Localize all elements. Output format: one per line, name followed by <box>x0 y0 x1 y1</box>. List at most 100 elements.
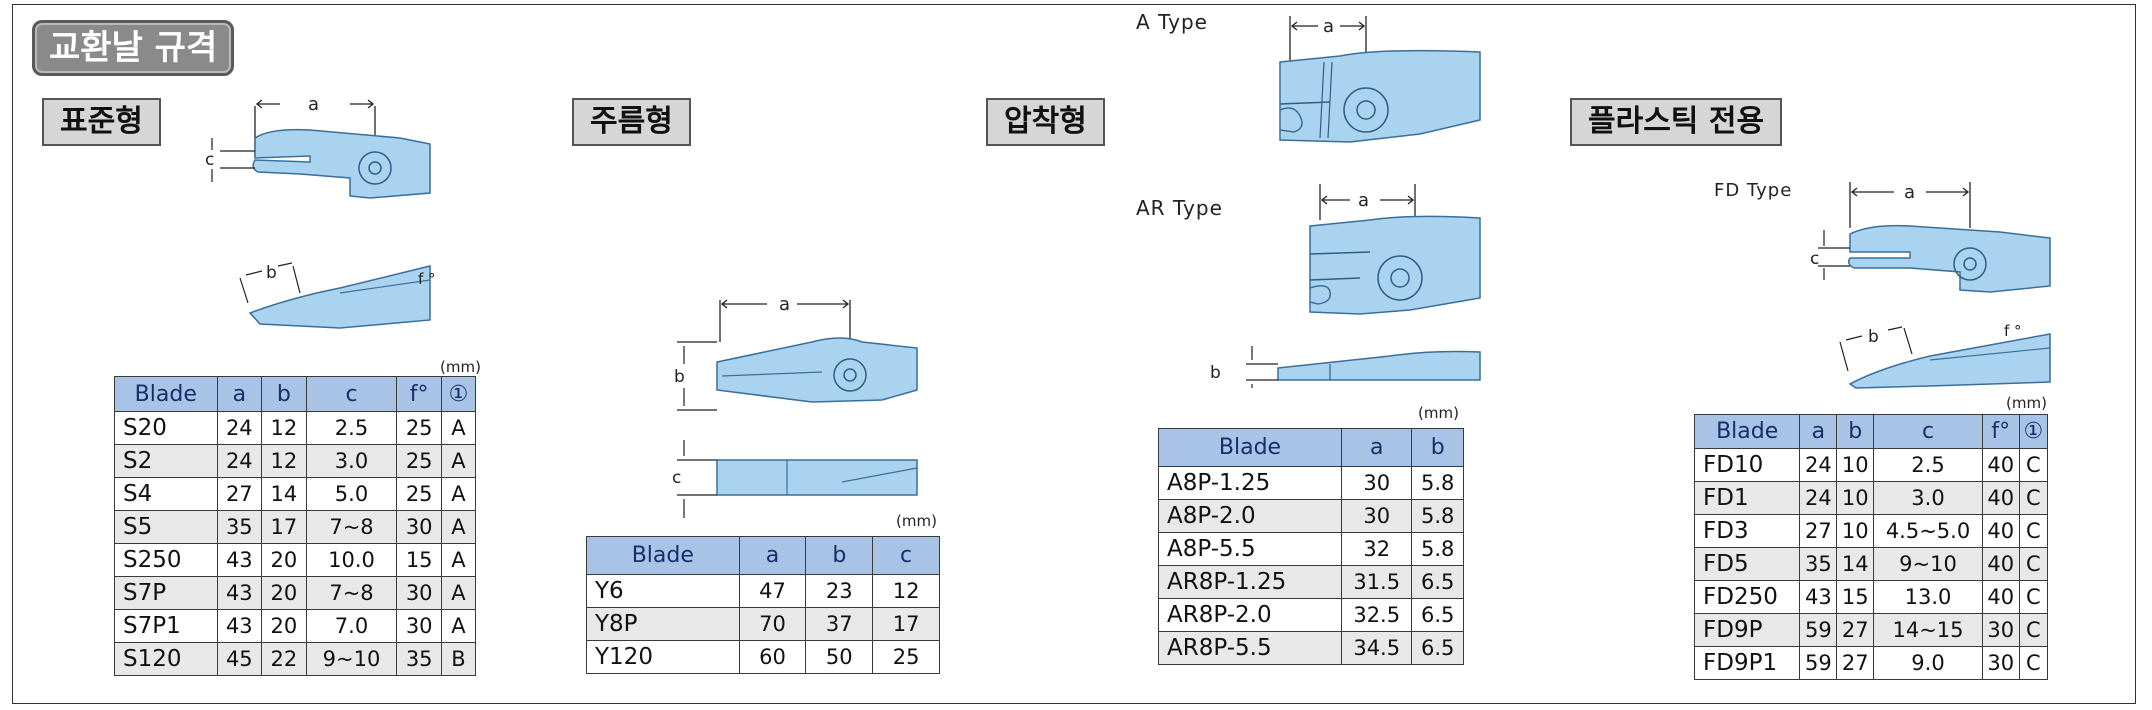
blade-model-cell: FD5 <box>1693 547 1801 581</box>
spec-value-cell: 9.0 <box>1873 646 1983 680</box>
dim-label-a: a <box>308 94 319 115</box>
column-header: f° <box>396 376 442 412</box>
spec-value-cell: A <box>440 543 477 577</box>
spec-value-cell: 31.5 <box>1340 565 1413 599</box>
column-header: Blade <box>1693 414 1801 449</box>
spec-value-cell: 47 <box>738 574 807 608</box>
spec-value-cell: C <box>2018 514 2049 548</box>
unit-label: (mm) <box>1418 404 1459 422</box>
spec-value-cell: 14~15 <box>1873 613 1983 647</box>
spec-value-cell: 27 <box>1836 613 1875 647</box>
blade-model-cell: FD9P <box>1693 613 1801 647</box>
spec-value-cell: 35 <box>216 510 263 544</box>
spec-value-cell: 40 <box>1981 580 2020 614</box>
spec-value-cell: 15 <box>1836 580 1875 614</box>
spec-value-cell: 5.0 <box>305 477 398 511</box>
crimp-a-type-diagram: a <box>1279 16 1481 143</box>
column-header: ① <box>440 376 477 412</box>
spec-value-cell: 5.8 <box>1411 466 1464 500</box>
dim-label-b: b <box>266 263 277 283</box>
spec-value-cell: 40 <box>1981 547 2020 581</box>
column-header: b <box>261 376 307 412</box>
unit-label: (mm) <box>2006 394 2047 412</box>
plastic-blade-diagram: a c b f ° <box>1810 182 2051 389</box>
column-header: a <box>216 376 263 412</box>
blade-model-cell: FD3 <box>1693 514 1801 548</box>
spec-value-cell: 20 <box>261 543 307 577</box>
spec-value-cell: 25 <box>872 640 940 674</box>
spec-value-cell: 45 <box>216 642 263 676</box>
spec-value-cell: C <box>2018 580 2049 614</box>
spec-value-cell: B <box>440 642 477 676</box>
spec-value-cell: 60 <box>738 640 807 674</box>
spec-value-cell: 30 <box>396 510 442 544</box>
column-header: c <box>1873 414 1983 449</box>
blade-model-cell: Y8P <box>586 607 740 641</box>
spec-value-cell: 3.0 <box>1873 481 1983 515</box>
blade-model-cell: Y120 <box>586 640 740 674</box>
spec-value-cell: 5.8 <box>1411 532 1464 566</box>
type-label-a: A Type <box>1136 10 1208 34</box>
blade-model-cell: S4 <box>114 477 218 511</box>
spec-value-cell: 4.5~5.0 <box>1873 514 1983 548</box>
unit-label: (mm) <box>440 358 481 376</box>
spec-value-cell: 40 <box>1981 514 2020 548</box>
spec-value-cell: 12 <box>261 411 307 445</box>
spec-value-cell: 10 <box>1836 448 1875 482</box>
spec-value-cell: 3.0 <box>305 444 398 478</box>
type-label-fd: FD Type <box>1714 180 1793 201</box>
spec-value-cell: 30 <box>396 609 442 643</box>
column-header: a <box>1799 414 1838 449</box>
column-header: Blade <box>114 376 218 412</box>
spec-value-cell: 14 <box>1836 547 1875 581</box>
spec-value-cell: 32 <box>1340 532 1413 566</box>
blade-model-cell: A8P-1.25 <box>1158 466 1342 500</box>
spec-value-cell: A <box>440 510 477 544</box>
spec-value-cell: A <box>440 444 477 478</box>
spec-value-cell: 43 <box>216 609 263 643</box>
dim-label-c: c <box>205 150 214 170</box>
spec-value-cell: 17 <box>872 607 940 641</box>
page-frame <box>12 4 2136 704</box>
dim-label-a: a <box>779 294 790 315</box>
type-label-ar: AR Type <box>1136 196 1223 220</box>
blade-model-cell: AR8P-1.25 <box>1158 565 1342 599</box>
spec-value-cell: A <box>440 609 477 643</box>
spec-value-cell: 40 <box>1981 448 2020 482</box>
spec-value-cell: 30 <box>1981 646 2020 680</box>
spec-value-cell: 20 <box>261 576 307 610</box>
blade-model-cell: AR8P-2.0 <box>1158 598 1342 632</box>
dim-label-a: a <box>1323 16 1334 37</box>
spec-value-cell: 10.0 <box>305 543 398 577</box>
spec-value-cell: 70 <box>738 607 807 641</box>
spec-value-cell: 14 <box>261 477 307 511</box>
spec-value-cell: 7.0 <box>305 609 398 643</box>
spec-value-cell: 6.5 <box>1411 565 1464 599</box>
category-label-crimp: 압착형 <box>986 98 1105 146</box>
blade-model-cell: FD250 <box>1693 580 1801 614</box>
spec-value-cell: C <box>2018 613 2049 647</box>
spec-value-cell: 43 <box>216 543 263 577</box>
spec-value-cell: 34.5 <box>1340 631 1413 665</box>
spec-value-cell: 27 <box>1799 514 1838 548</box>
blade-model-cell: Y6 <box>586 574 740 608</box>
standard-blade-diagram: a c b f ° <box>205 94 436 329</box>
spec-value-cell: C <box>2018 481 2049 515</box>
